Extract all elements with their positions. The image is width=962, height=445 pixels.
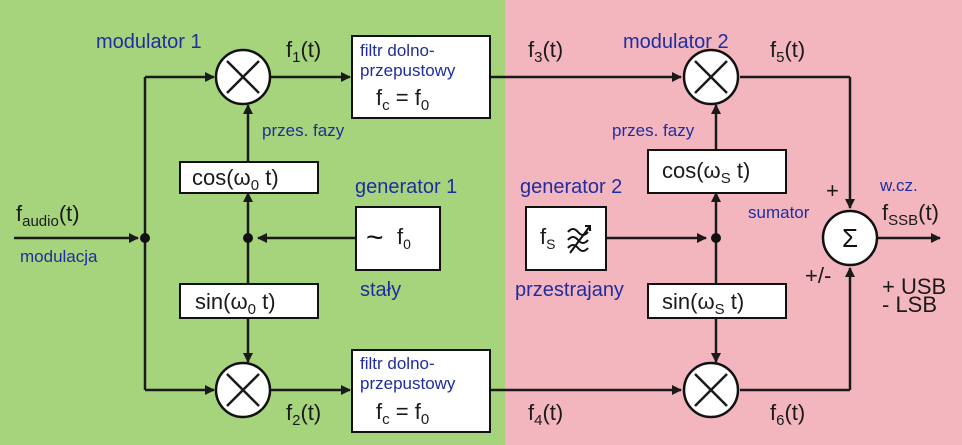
- modulator2-phase-label: przes. fazy: [612, 121, 695, 140]
- modulator1-phase-label: przes. fazy: [262, 121, 345, 140]
- output-signal-label: fSSB(t): [882, 200, 939, 229]
- generator1-box: [355, 206, 441, 271]
- filter-bottom-box: [351, 349, 491, 433]
- summer-label: sumator: [748, 203, 810, 222]
- junction-input: [140, 233, 150, 243]
- signal-f2-label: f2(t): [286, 400, 321, 429]
- filter-bottom-line2: przepustowy: [360, 374, 456, 393]
- sinS-label: sin(ωS t): [662, 289, 744, 318]
- signal-f3-label: f3(t): [528, 37, 563, 66]
- filter-top-cutoff: fc = f0: [376, 85, 429, 114]
- summer-plusminus-sign: +/-: [805, 263, 831, 288]
- junction-gen1: [243, 233, 253, 243]
- filter-bottom-line1: filtr dolno-: [360, 354, 435, 373]
- filter-bottom-cutoff: fc = f0: [376, 399, 429, 428]
- signal-f4-label: f4(t): [528, 400, 563, 429]
- summer: Σ: [821, 209, 879, 267]
- mixer-1: [214, 48, 272, 106]
- cos0-label: cos(ω0 t): [192, 165, 279, 194]
- generator2-box: [525, 206, 607, 271]
- summer-plus-sign: +: [826, 178, 839, 203]
- input-modulation-label: modulacja: [20, 247, 98, 266]
- wires: [14, 72, 941, 395]
- generator1-note: stały: [360, 279, 401, 301]
- tunable-oscillator-icon: [567, 225, 591, 254]
- modulator2-title: modulator 2: [623, 31, 729, 53]
- mixer-4: [682, 361, 740, 419]
- filter-top-box: [351, 35, 491, 119]
- sin0-box: [179, 283, 319, 319]
- signal-f1-label: f1(t): [286, 37, 321, 66]
- cosS-box: [647, 149, 787, 194]
- mixer-2: [214, 361, 272, 419]
- generator1-title: generator 1: [355, 176, 457, 198]
- output-usb-label: + USB: [882, 274, 946, 299]
- generator2-frequency: fS: [540, 224, 555, 252]
- sinS-box: [647, 283, 787, 319]
- junction-gen2: [711, 233, 721, 243]
- filter-top-line2: przepustowy: [360, 61, 456, 80]
- output-rf-label: w.cz.: [879, 176, 918, 195]
- output-lsb-label: - LSB: [882, 292, 937, 317]
- generator2-note: przestrajany: [515, 279, 624, 301]
- mixer-3: [682, 48, 740, 106]
- generator1-frequency: f0: [397, 224, 411, 252]
- summer-symbol: Σ: [842, 223, 858, 253]
- input-signal-label: faudio(t): [16, 201, 80, 230]
- sin0-label: sin(ω0 t): [195, 289, 276, 318]
- generator2-title: generator 2: [520, 176, 622, 198]
- cosS-label: cos(ωS t): [662, 158, 750, 187]
- filter-top-line1: filtr dolno-: [360, 41, 435, 60]
- signal-f6-label: f6(t): [770, 400, 805, 429]
- signal-f5-label: f5(t): [770, 37, 805, 66]
- cos0-box: [179, 161, 319, 194]
- modulator1-title: modulator 1: [96, 31, 202, 53]
- generator1-sine-symbol: ~: [366, 221, 384, 254]
